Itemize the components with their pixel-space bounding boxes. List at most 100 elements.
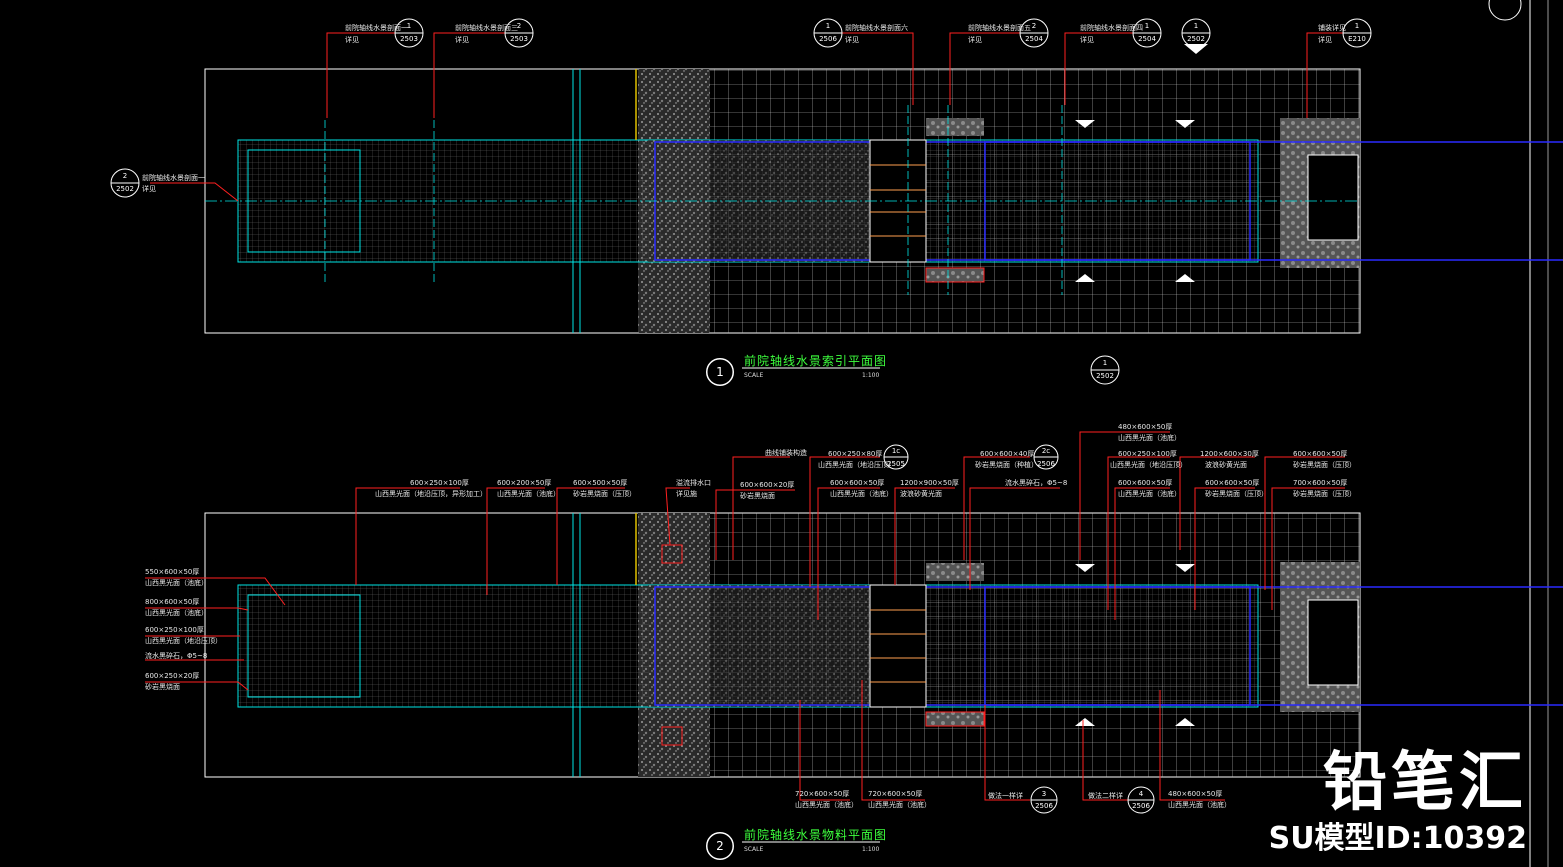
p2-left-4-size: 600×250×20厚 — [145, 672, 200, 680]
p2-top-16-mat: 砂岩黑烧面（压顶） — [1293, 490, 1356, 498]
p2-top-17-size: 曲线铺装构造 — [765, 449, 807, 457]
plan1-callout-2-sub: 详见 — [455, 36, 469, 44]
plan1-left-callout-text: 前院轴线水景剖面一 — [142, 174, 205, 182]
p2-left-1-size: 800×600×50厚 — [145, 598, 200, 606]
p2-bottom-2-num: 3 — [1041, 790, 1047, 798]
plan1-scale-right: 1:100 — [862, 372, 880, 379]
p2-bottom-0-mat: 山西黑光面（池底） — [795, 801, 858, 809]
p2-top-2-mat: 砂岩黑烧面（压顶） — [573, 490, 636, 498]
p2-top-6-size: 600×600×50厚 — [830, 479, 885, 487]
p2-top-5-size: 600×250×80厚 — [828, 450, 883, 458]
plan1-callout-1-text: 前院轴线水景剖面一 — [345, 24, 408, 32]
plan1-callout-1-sheet: 2503 — [400, 35, 418, 43]
p2-top-13-mat: 波浪砂黄光面 — [1205, 461, 1247, 469]
p2-top-12-mat: 山西黑光面（池底） — [1118, 490, 1181, 498]
p2-bottom-3-num: 4 — [1138, 790, 1144, 798]
plan-2 — [145, 431, 1563, 860]
p2-detail-b-num: 2c — [1041, 447, 1051, 455]
plan1-left-callout-sub: 详见 — [142, 185, 156, 193]
plan1-left-callout-sheet: 2502 — [116, 185, 134, 193]
p2-left-3-size: 流水黑碎石，Φ5~8 — [145, 652, 208, 660]
p2-top-16-size: 700×600×50厚 — [1293, 479, 1348, 487]
plan1-callout-4-num: 2 — [1031, 22, 1037, 30]
p2-top-13-size: 1200×600×30厚 — [1200, 450, 1259, 458]
p2-left-2-mat: 山西黑光面（地沿压顶） — [145, 637, 222, 645]
plan1-callout-5-text: 前院轴线水景剖面四 — [1080, 24, 1143, 32]
p2-bottom-3-sheet: 2506 — [1132, 802, 1150, 810]
p2-top-0-size: 600×250×100厚 — [410, 479, 469, 487]
watermark-brand: 铅笔汇 — [1323, 746, 1527, 820]
plan1-callout-2-text: 前院轴线水景剖面三 — [455, 24, 518, 32]
p2-top-11-size: 600×250×100厚 — [1118, 450, 1177, 458]
plan1-callout-1-sub: 详见 — [345, 36, 359, 44]
plan1-callout-4-sheet: 2504 — [1025, 35, 1043, 43]
plan1-bottom-section-num: 1 — [1102, 359, 1108, 367]
plan1-callout-1-num: 1 — [406, 22, 412, 30]
plan1-callout-3-num: 1 — [825, 22, 831, 30]
plan1-number: 1 — [706, 358, 734, 386]
plan1-left-callout-num: 2 — [122, 172, 128, 180]
plan1-callout-2-num: 2 — [516, 22, 522, 30]
p2-left-0-mat: 山西黑光面（池底） — [145, 579, 208, 587]
p2-top-9-size: 流水黑碎石，Φ5~8 — [1005, 479, 1068, 487]
p2-bottom-4-mat: 山西黑光面（池底） — [1168, 801, 1231, 809]
p2-left-0-size: 550×600×50厚 — [145, 568, 200, 576]
p2-top-7-mat: 波浪砂黄光面 — [900, 490, 942, 498]
p2-top-8-mat: 砂岩黑烧面（种植） — [975, 461, 1038, 469]
p2-detail-a-num: 1c — [891, 447, 901, 455]
p2-top-7-size: 1200×900×50厚 — [900, 479, 959, 487]
plan1-callout-5-sheet: 2504 — [1138, 35, 1156, 43]
p2-top-4-size: 600×600×20厚 — [740, 481, 795, 489]
p2-bottom-1-size: 720×600×50厚 — [868, 790, 923, 798]
p2-top-0-mat: 山西黑光面（地沿压顶，异形加工） — [375, 490, 487, 498]
watermark-model-id: SU模型ID:10392 — [1268, 821, 1527, 856]
p2-bottom-1-mat: 山西黑光面（池底） — [868, 801, 931, 809]
plan2-scale-left: SCALE — [744, 846, 764, 853]
p2-top-4-mat: 砂岩黑烧面 — [740, 492, 775, 500]
p2-bottom-3-size: 做法二样详 — [1088, 792, 1123, 800]
plan2-number: 2 — [706, 832, 734, 860]
p2-top-15-mat: 砂岩黑烧面（压顶） — [1293, 461, 1356, 469]
p2-top-10-size: 480×600×50厚 — [1118, 423, 1173, 431]
p2-top-1-mat: 山西黑光面（池底） — [497, 490, 560, 498]
plan1-callout-3-text: 前院轴线水景剖面六 — [845, 24, 908, 32]
plan1-callout-6-num: 1 — [1193, 22, 1199, 30]
plan1-callout-3-sheet: 2506 — [819, 35, 837, 43]
p2-detail-b-sheet: 2506 — [1037, 460, 1055, 468]
p2-top-11-mat: 山西黑光面（地沿压顶） — [1110, 461, 1187, 469]
plan1-callout-7-sub: 详见 — [1318, 36, 1332, 44]
p2-bottom-4-size: 480×600×50厚 — [1168, 790, 1223, 798]
p2-top-14-mat: 砂岩黑烧面（压顶） — [1205, 490, 1268, 498]
p2-top-10-mat: 山西黑光面（池底） — [1118, 434, 1181, 442]
p2-top-2-size: 600×500×50厚 — [573, 479, 628, 487]
p2-left-4-mat: 砂岩黑烧面 — [145, 683, 180, 691]
p2-top-14-size: 600×600×50厚 — [1205, 479, 1260, 487]
plan1-callout-4-text: 前院轴线水景剖面五 — [968, 24, 1031, 32]
p2-top-6-mat: 山西黑光面（池底） — [830, 490, 893, 498]
plan1-callout-2-sheet: 2503 — [510, 35, 528, 43]
plan1-callout-5-sub: 详见 — [1080, 36, 1094, 44]
p2-top-5-mat: 山西黑光面（地沿压顶） — [818, 461, 895, 469]
plan1-callout-7-sheet: E210 — [1348, 35, 1366, 43]
p2-top-1-size: 600×200×50厚 — [497, 479, 552, 487]
p2-top-3-mat: 详见施 — [676, 490, 697, 498]
plan1-scale-left: SCALE — [744, 372, 764, 379]
plan1-callout-6-sheet: 2502 — [1187, 35, 1205, 43]
p2-top-3-size: 溢流排水口 — [676, 479, 711, 487]
plan-1 — [110, 18, 1563, 386]
p2-top-8-size: 600×600×40厚 — [980, 450, 1035, 458]
p2-top-12-size: 600×600×50厚 — [1118, 479, 1173, 487]
plan1-callout-7-num: 1 — [1354, 22, 1360, 30]
p2-left-2-size: 600×250×100厚 — [145, 626, 204, 634]
p2-bottom-0-size: 720×600×50厚 — [795, 790, 850, 798]
p2-left-1-mat: 山西黑光面（池底） — [145, 609, 208, 617]
plan1-callout-5-num: 1 — [1144, 22, 1150, 30]
plan1-callout-4-sub: 详见 — [968, 36, 982, 44]
plan1-title: 前院轴线水景索引平面图 — [744, 354, 888, 368]
plan1-callout-7-text: 铺装详见 — [1318, 24, 1346, 32]
plan1-callout-3-sub: 详见 — [845, 36, 859, 44]
p2-detail-a-sheet: 2505 — [887, 460, 905, 468]
p2-bottom-2-size: 做法一样详 — [988, 792, 1023, 800]
p2-bottom-2-sheet: 2506 — [1035, 802, 1053, 810]
